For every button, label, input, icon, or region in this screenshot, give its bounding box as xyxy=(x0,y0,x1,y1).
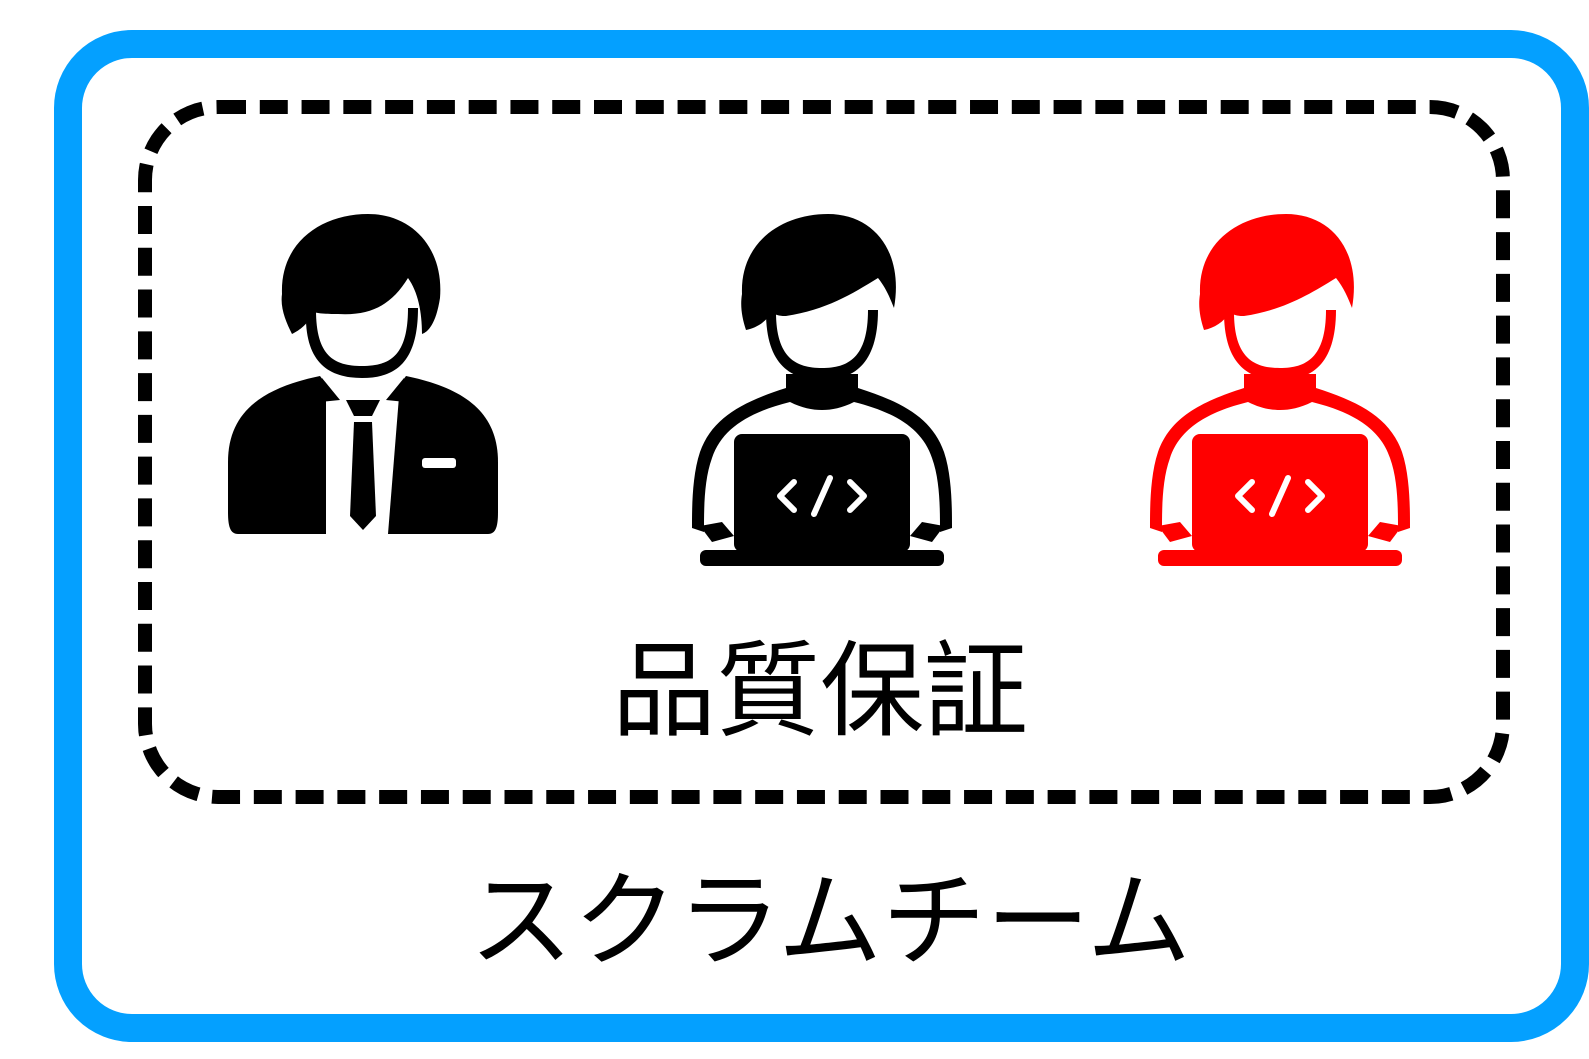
quality-assurance-boundary xyxy=(138,100,1510,804)
developer-laptop-icon xyxy=(682,212,962,572)
scrum-team-label: スクラムチーム xyxy=(469,860,1191,982)
quality-assurance-label: 品質保証 xyxy=(611,630,1028,752)
businessman-icon xyxy=(222,212,504,548)
developer-laptop-red-icon xyxy=(1140,212,1420,572)
